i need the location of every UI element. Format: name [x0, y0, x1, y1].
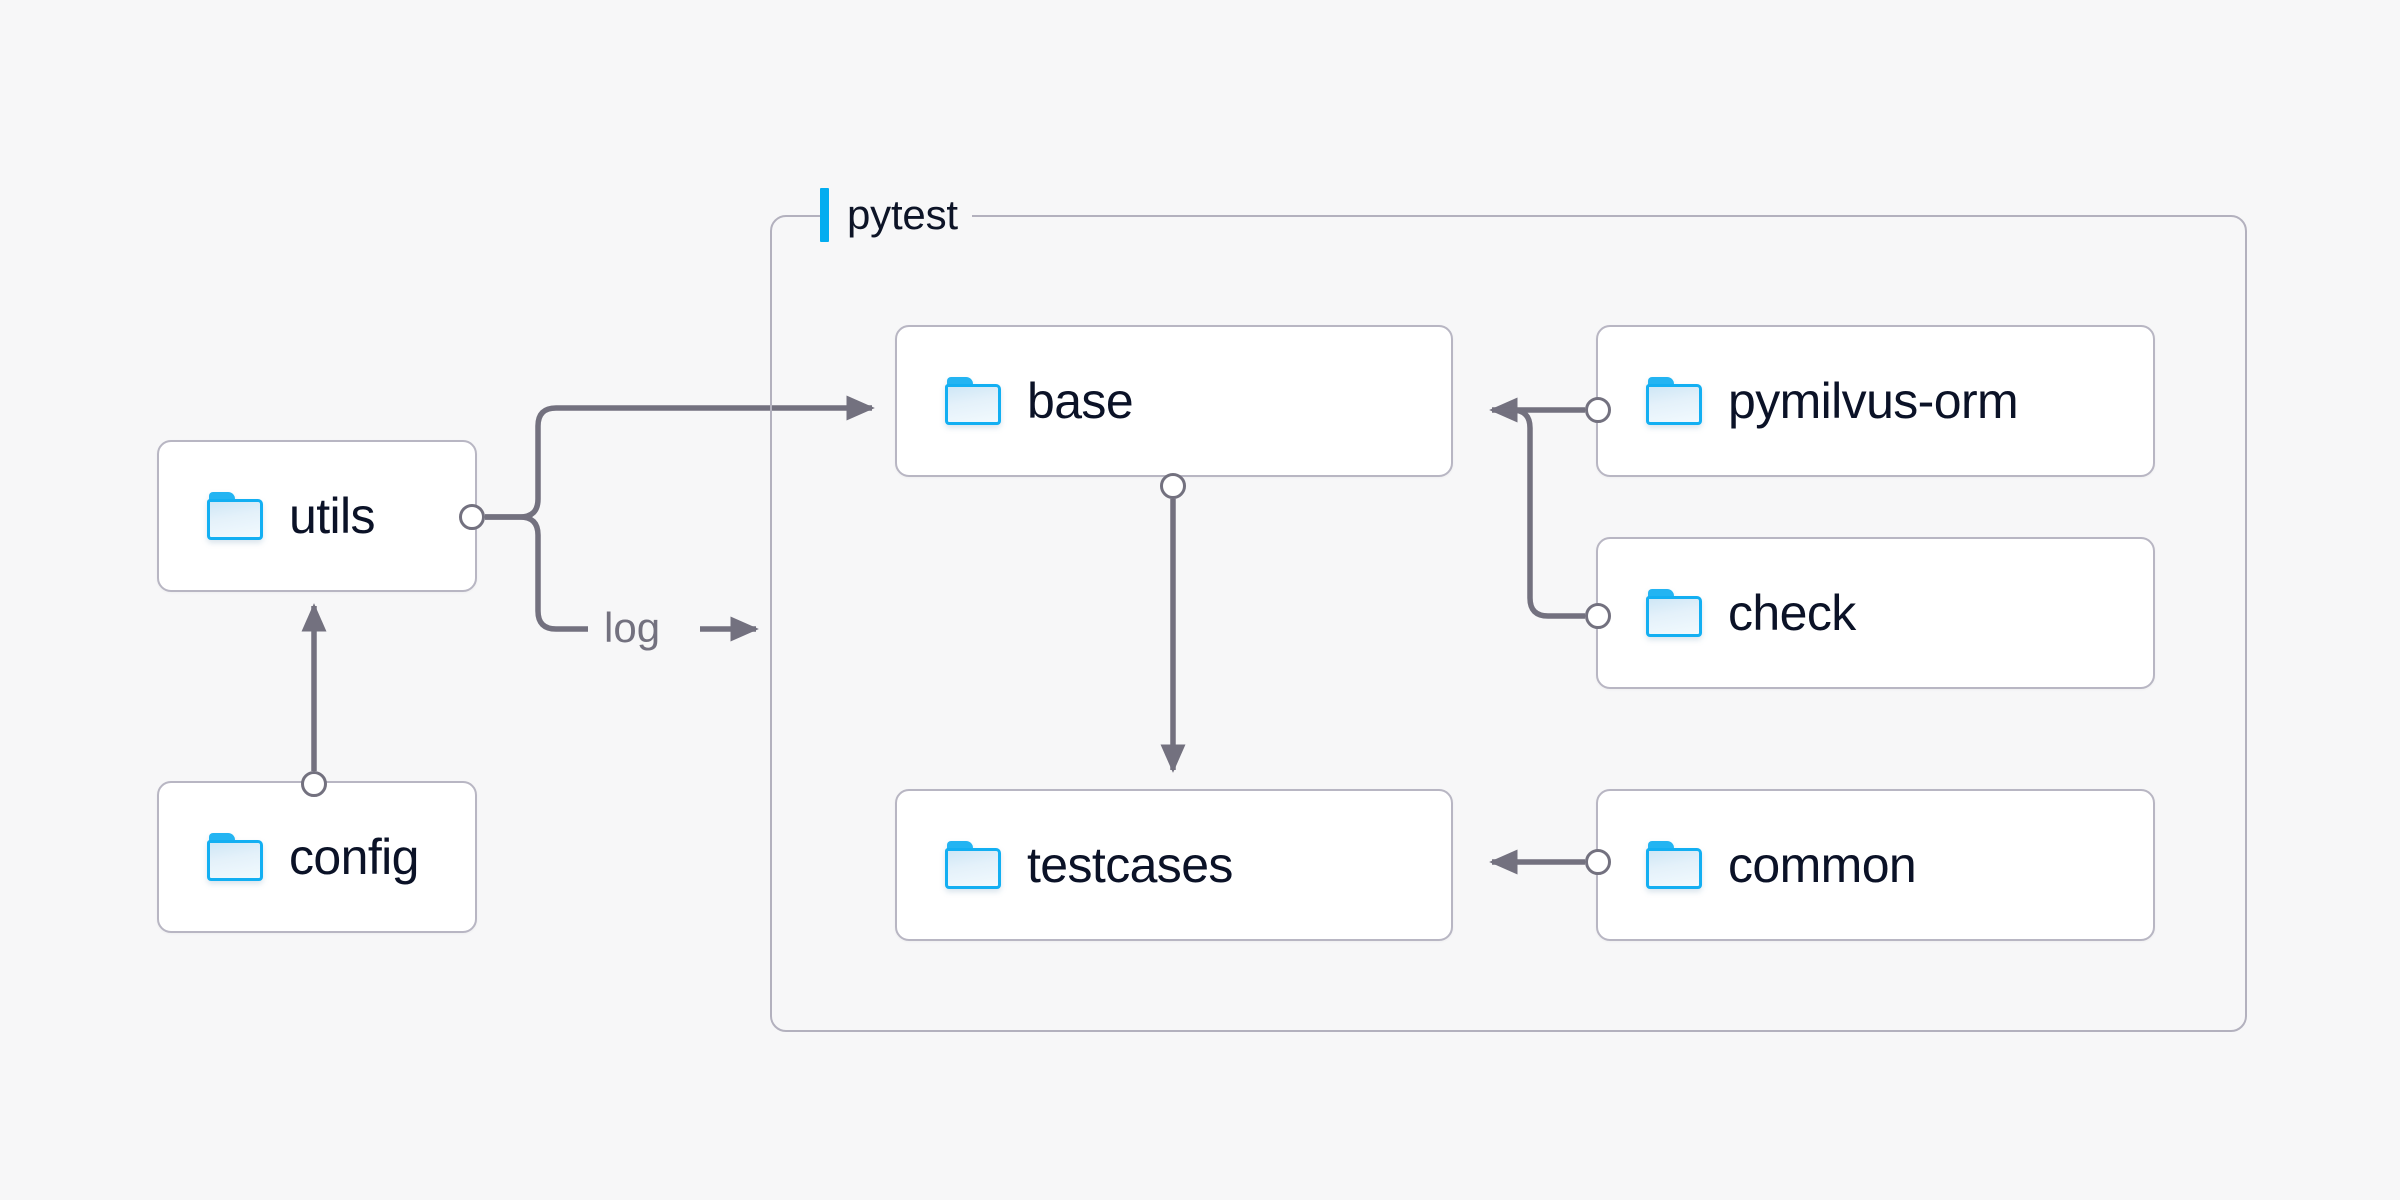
port-common-left[interactable]	[1585, 849, 1611, 875]
node-base-label: base	[1027, 373, 1134, 429]
group-pytest-label: pytest	[820, 188, 972, 242]
folder-icon	[945, 841, 1001, 889]
group-pytest-title: pytest	[847, 191, 958, 238]
node-common-label: common	[1728, 837, 1917, 893]
node-utils[interactable]: utils	[157, 440, 477, 592]
folder-icon	[1646, 589, 1702, 637]
port-base-bottom[interactable]	[1160, 473, 1186, 499]
node-testcases[interactable]: testcases	[895, 789, 1453, 941]
folder-icon	[207, 492, 263, 540]
vertical-bar-accent-icon	[820, 188, 829, 242]
group-pytest[interactable]	[770, 215, 2247, 1032]
node-pymilvus-orm[interactable]: pymilvus-orm	[1596, 325, 2155, 477]
folder-icon	[207, 833, 263, 881]
port-utils-right[interactable]	[459, 504, 485, 530]
node-config[interactable]: config	[157, 781, 477, 933]
node-testcases-label: testcases	[1027, 837, 1233, 893]
edge-label-log: log	[604, 604, 661, 651]
node-utils-label: utils	[289, 488, 376, 544]
node-common[interactable]: common	[1596, 789, 2155, 941]
node-check[interactable]: check	[1596, 537, 2155, 689]
node-base[interactable]: base	[895, 325, 1453, 477]
node-pymilvus-orm-label: pymilvus-orm	[1728, 373, 2019, 429]
port-check-left[interactable]	[1585, 603, 1611, 629]
edge-utils-to-log	[485, 514, 588, 632]
port-pymilvus-orm-left[interactable]	[1585, 397, 1611, 423]
folder-icon	[1646, 841, 1702, 889]
node-config-label: config	[289, 829, 419, 885]
folder-icon	[1646, 377, 1702, 425]
port-config-top[interactable]	[301, 771, 327, 797]
folder-icon	[945, 377, 1001, 425]
node-check-label: check	[1728, 585, 1856, 641]
